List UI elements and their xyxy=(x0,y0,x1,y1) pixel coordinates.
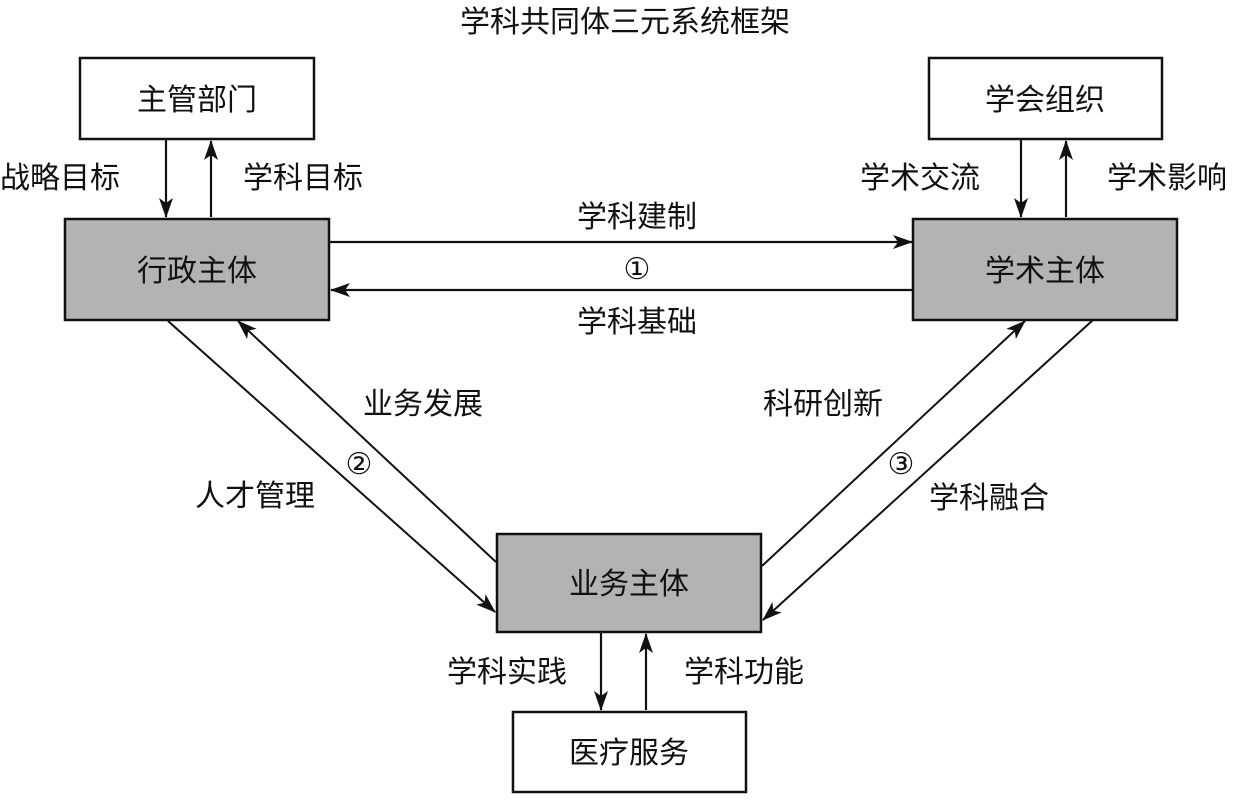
arrow-research-innovation xyxy=(761,320,1026,567)
node-admin-subject: 行政主体 xyxy=(63,217,331,322)
marker-one: ① xyxy=(624,252,651,287)
node-label: 学术主体 xyxy=(985,254,1105,289)
node-label: 学会组织 xyxy=(985,83,1105,118)
marker-three: ③ xyxy=(888,447,915,482)
node-label: 行政主体 xyxy=(137,254,257,289)
node-society-org: 学会组织 xyxy=(927,56,1164,141)
label-discipline-system: 学科建制 xyxy=(577,200,697,235)
node-medical-service: 医疗服务 xyxy=(511,710,748,794)
label-discipline-integration: 学科融合 xyxy=(929,481,1049,516)
label-discipline-goal: 学科目标 xyxy=(243,161,363,196)
label-business-development: 业务发展 xyxy=(363,387,483,422)
diagram-title: 学科共同体三元系统框架 xyxy=(460,5,790,40)
label-discipline-practice: 学科实践 xyxy=(447,655,567,690)
arrow-discipline-integration xyxy=(762,319,1094,621)
node-label: 医疗服务 xyxy=(569,736,689,771)
label-discipline-foundation: 学科基础 xyxy=(577,305,697,340)
marker-two: ② xyxy=(346,447,373,482)
label-discipline-function: 学科功能 xyxy=(684,655,804,690)
node-academic-subject: 学术主体 xyxy=(911,217,1179,322)
label-academic-influence: 学术影响 xyxy=(1107,161,1227,196)
label-research-innovation: 科研创新 xyxy=(763,387,883,422)
node-competent-dept: 主管部门 xyxy=(78,56,316,141)
label-talent-management: 人才管理 xyxy=(195,479,315,514)
arrow-business-development xyxy=(237,320,497,563)
arrow-talent-management xyxy=(167,320,496,613)
node-business-subject: 业务主体 xyxy=(495,532,763,634)
label-strategic-goal: 战略目标 xyxy=(0,161,120,196)
node-label: 业务主体 xyxy=(569,567,689,602)
node-label: 主管部门 xyxy=(137,83,257,118)
label-academic-exchange: 学术交流 xyxy=(860,161,980,196)
